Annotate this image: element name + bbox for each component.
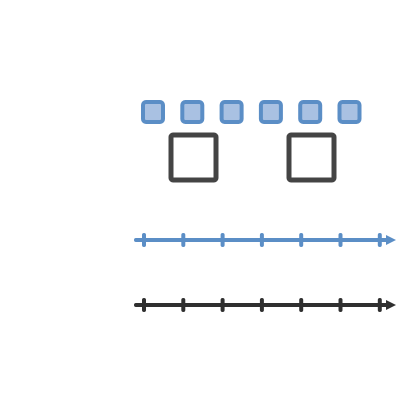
small-squares-row — [141, 100, 362, 124]
number-lines — [134, 233, 396, 312]
large-squares-row — [168, 132, 337, 183]
small-square — [258, 100, 283, 124]
large-square — [286, 132, 337, 183]
small-square — [337, 100, 362, 124]
small-square — [219, 100, 244, 124]
black-number-line-arrowhead — [386, 300, 396, 310]
large-square — [168, 132, 219, 183]
small-square — [298, 100, 323, 124]
small-square — [141, 100, 165, 124]
black-number-line — [134, 298, 396, 312]
small-square — [180, 100, 205, 124]
blue-number-line-arrowhead — [386, 235, 396, 245]
blue-number-line — [134, 233, 396, 247]
